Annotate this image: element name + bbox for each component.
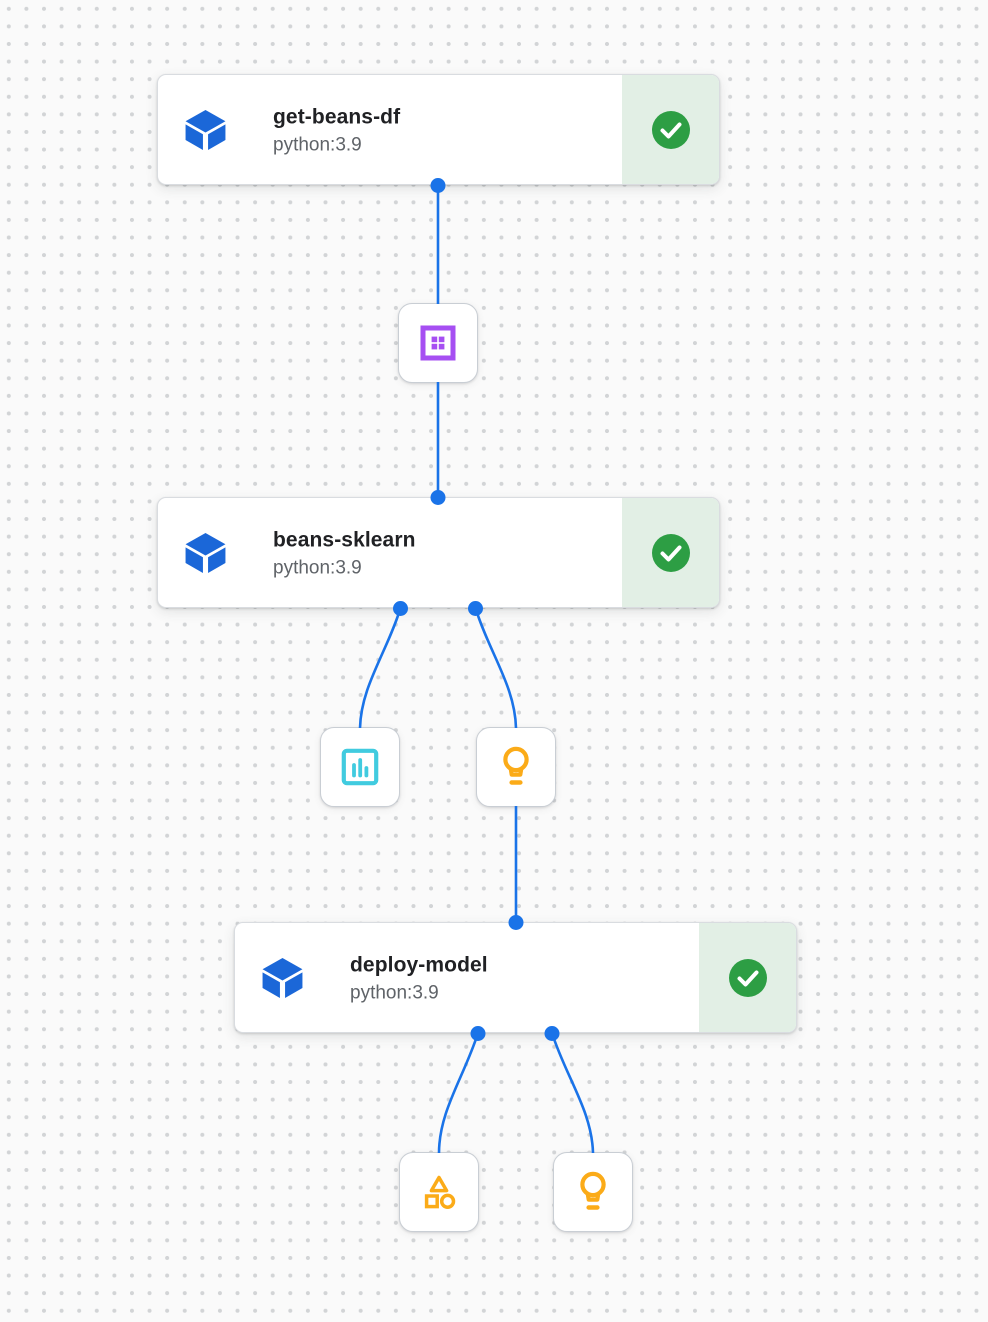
- edge: [474, 607, 518, 729]
- dataset-icon: [420, 325, 456, 361]
- status-badge: [699, 923, 796, 1032]
- task-title: beans-sklearn: [273, 528, 416, 551]
- cube-icon: [185, 109, 226, 150]
- model-icon: [503, 746, 529, 785]
- check-circle-icon: [651, 533, 690, 572]
- task-node-beans-sklearn[interactable]: beans-sklearn python:3.9: [157, 497, 720, 608]
- artifact-node-generic[interactable]: [399, 1152, 479, 1232]
- artifact-node-dataset[interactable]: [398, 303, 478, 383]
- artifact-node-model[interactable]: [476, 727, 556, 807]
- task-node-deploy-model[interactable]: deploy-model python:3.9: [234, 922, 797, 1033]
- artifact-node-metrics[interactable]: [320, 727, 400, 807]
- task-subtitle: python:3.9: [350, 982, 439, 1003]
- artifact-node-model-2[interactable]: [553, 1152, 633, 1232]
- edge: [437, 1032, 480, 1154]
- metrics-icon: [341, 748, 379, 786]
- check-circle-icon: [651, 110, 690, 149]
- model-icon: [580, 1171, 606, 1210]
- task-labels: beans-sklearn python:3.9: [273, 524, 416, 581]
- edge: [550, 1032, 595, 1154]
- task-labels: deploy-model python:3.9: [350, 949, 488, 1006]
- status-badge: [622, 498, 719, 607]
- check-circle-icon: [728, 958, 767, 997]
- artifact-icon: [424, 1175, 456, 1209]
- cube-icon: [185, 532, 226, 573]
- task-labels: get-beans-df python:3.9: [273, 101, 400, 158]
- task-node-get-beans-df[interactable]: get-beans-df python:3.9: [157, 74, 720, 185]
- task-title: get-beans-df: [273, 105, 401, 128]
- status-badge: [622, 75, 719, 184]
- edge: [358, 607, 402, 729]
- cube-icon: [262, 957, 303, 998]
- task-subtitle: python:3.9: [273, 557, 362, 578]
- task-title: deploy-model: [350, 953, 488, 976]
- task-subtitle: python:3.9: [273, 134, 362, 155]
